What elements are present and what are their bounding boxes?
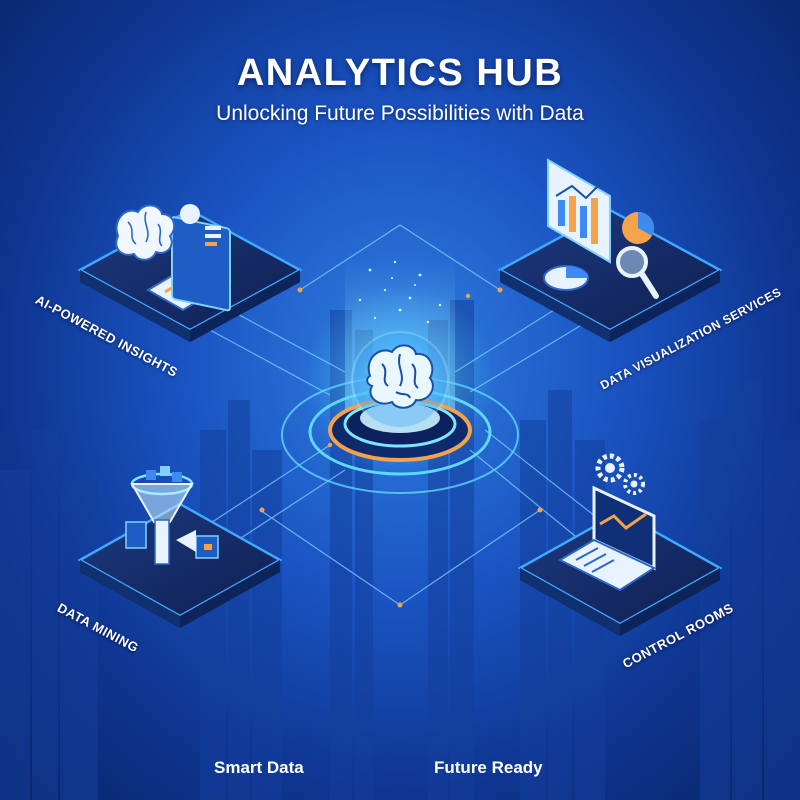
network-nodes <box>259 287 543 608</box>
footer-smart-data: Smart Data <box>214 758 304 777</box>
footer-future-ready: Future Ready <box>434 758 543 777</box>
platform-data-mining <box>77 466 283 628</box>
platform-data-visualization <box>497 158 723 342</box>
bar-chart-magnifier-icon <box>543 158 659 299</box>
data-funnel-icon <box>125 466 219 565</box>
central-hub <box>281 260 519 494</box>
brain-dashboard-icon <box>115 204 232 312</box>
platform-ai-insights <box>77 204 303 342</box>
page-title: ANALYTICS HUB <box>236 52 564 94</box>
laptop-gears-icon <box>557 453 657 592</box>
page-subtitle: Unlocking Future Possibilities with Data <box>216 102 584 125</box>
platform-control-rooms <box>517 453 723 636</box>
particle-sparkles <box>358 260 442 324</box>
